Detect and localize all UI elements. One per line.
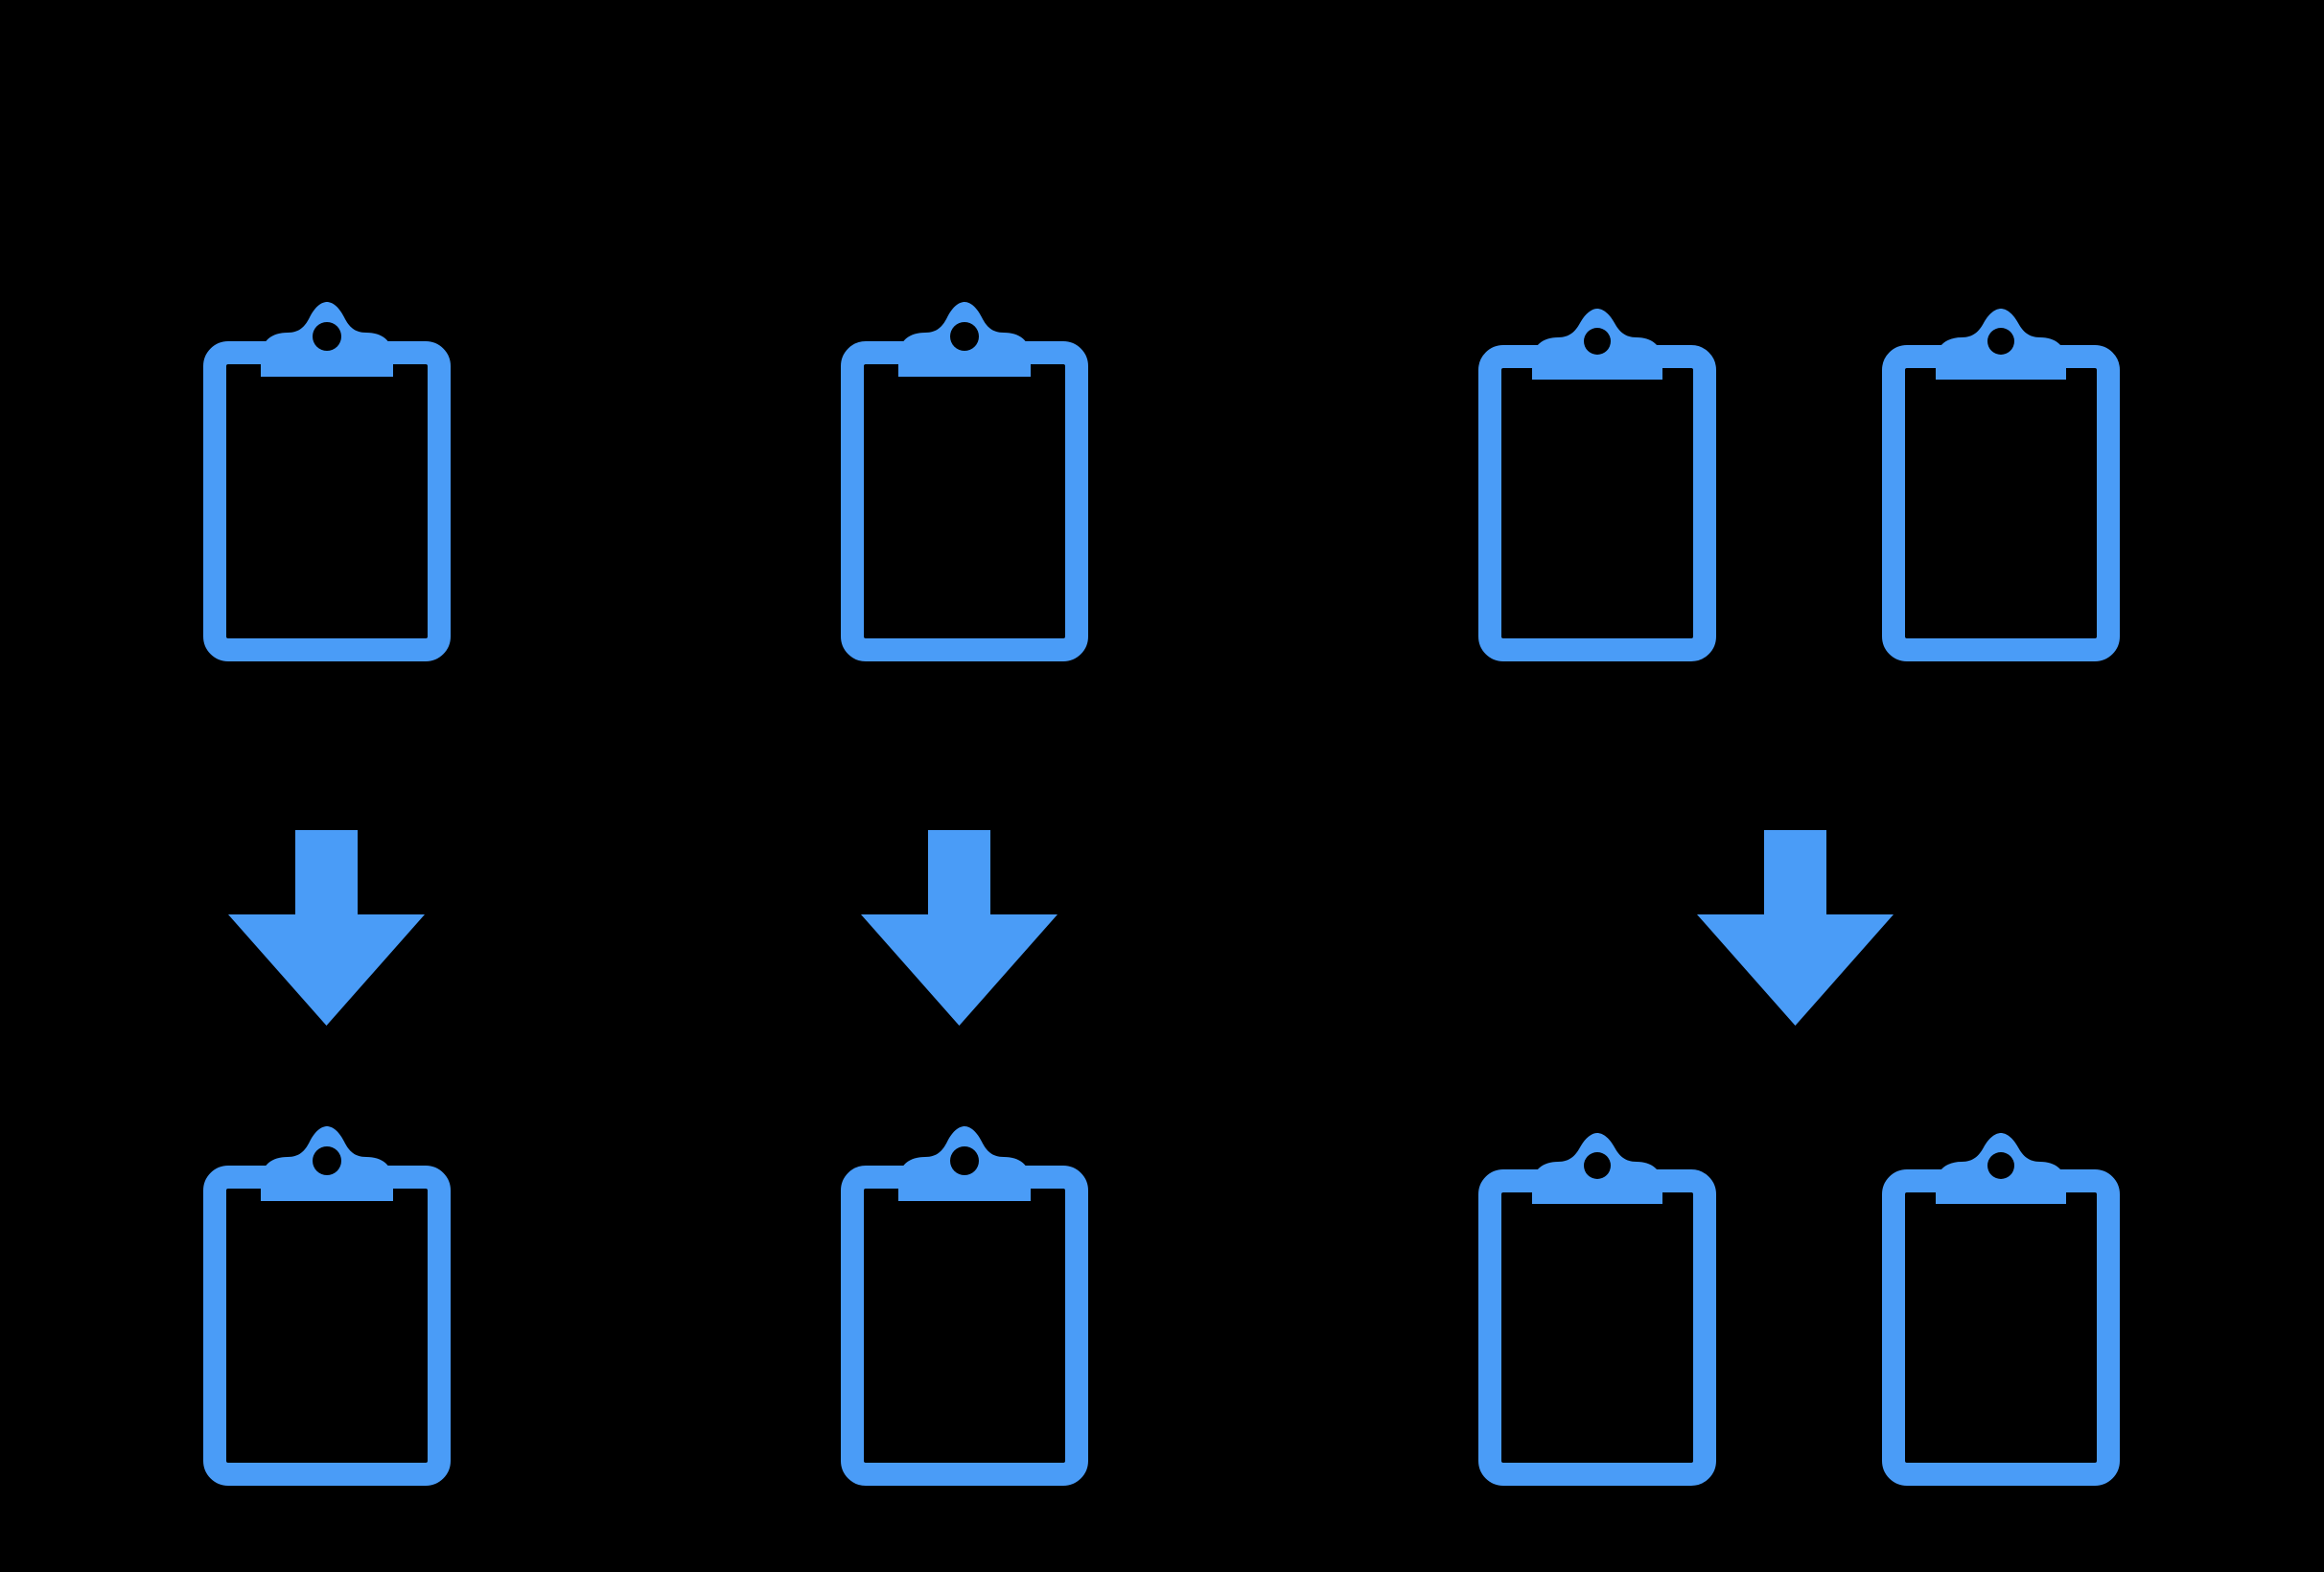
clipboard-icon[interactable] bbox=[841, 302, 1088, 661]
input-row bbox=[0, 0, 2324, 671]
clipboard-icon[interactable] bbox=[203, 302, 451, 661]
clipboard-icon[interactable] bbox=[203, 1126, 451, 1486]
arrow-down-icon bbox=[228, 830, 425, 1026]
clipboard-icon[interactable] bbox=[1882, 309, 2120, 661]
arrow-down-icon bbox=[861, 830, 1057, 1026]
clipboard-icon[interactable] bbox=[1478, 309, 1716, 661]
clipboard-icon[interactable] bbox=[841, 1126, 1088, 1486]
arrow-down-icon bbox=[1697, 830, 1894, 1026]
clipboard-icon[interactable] bbox=[1882, 1133, 2120, 1486]
clipboard-icon[interactable] bbox=[1478, 1133, 1716, 1486]
